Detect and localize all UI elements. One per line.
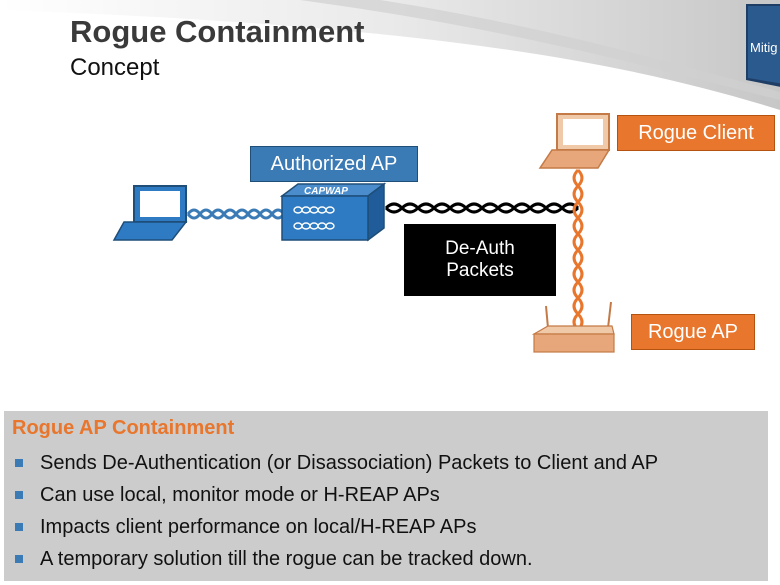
deauth-packets-label: De-Auth Packets [404, 224, 556, 296]
deauth-line-1: De-Auth [445, 238, 515, 259]
authorized-ap-label: Authorized AP [250, 146, 418, 182]
header-swoosh [0, 0, 780, 110]
laptop-client-icon [112, 185, 188, 241]
bullet-item: A temporary solution till the rogue can … [12, 545, 658, 577]
deauth-line-2: Packets [446, 260, 514, 281]
bullet-square-icon [15, 555, 23, 563]
bullet-item: Sends De-Authentication (or Disassociati… [12, 449, 658, 481]
bullet-square-icon [15, 459, 23, 467]
info-panel: Rogue AP Containment Sends De-Authentica… [4, 411, 768, 581]
bullet-square-icon [15, 491, 23, 499]
bullet-text: A temporary solution till the rogue can … [40, 548, 533, 570]
slide-subtitle: Concept [70, 54, 160, 81]
bullet-text: Can use local, monitor mode or H-REAP AP… [40, 484, 440, 506]
slide-title: Rogue Containment [70, 14, 365, 49]
network-diagram: CAPWAP [112, 113, 615, 353]
rogue-client-label: Rogue Client [617, 115, 775, 151]
rogue-client-laptop-icon [538, 113, 611, 169]
rogue-ap-icon [531, 301, 615, 353]
rogue-ap-label: Rogue AP [631, 314, 755, 350]
bullet-text: Impacts client performance on local/H-RE… [40, 516, 477, 538]
corner-tab[interactable] [746, 4, 780, 88]
wireless-link-client [186, 208, 286, 220]
capwap-label: CAPWAP [304, 186, 348, 197]
bullet-square-icon [15, 523, 23, 531]
bullet-text: Sends De-Authentication (or Disassociati… [40, 452, 659, 474]
bullet-list: Sends De-Authentication (or Disassociati… [12, 449, 658, 577]
bullet-item: Can use local, monitor mode or H-REAP AP… [12, 481, 658, 513]
corner-tab-label[interactable]: Mitig [750, 40, 778, 55]
bullet-item: Impacts client performance on local/H-RE… [12, 513, 658, 545]
rogue-link [572, 168, 584, 332]
info-heading: Rogue AP Containment [12, 417, 235, 439]
deauth-link [384, 202, 580, 214]
authorized-ap-icon: CAPWAP [279, 182, 387, 242]
